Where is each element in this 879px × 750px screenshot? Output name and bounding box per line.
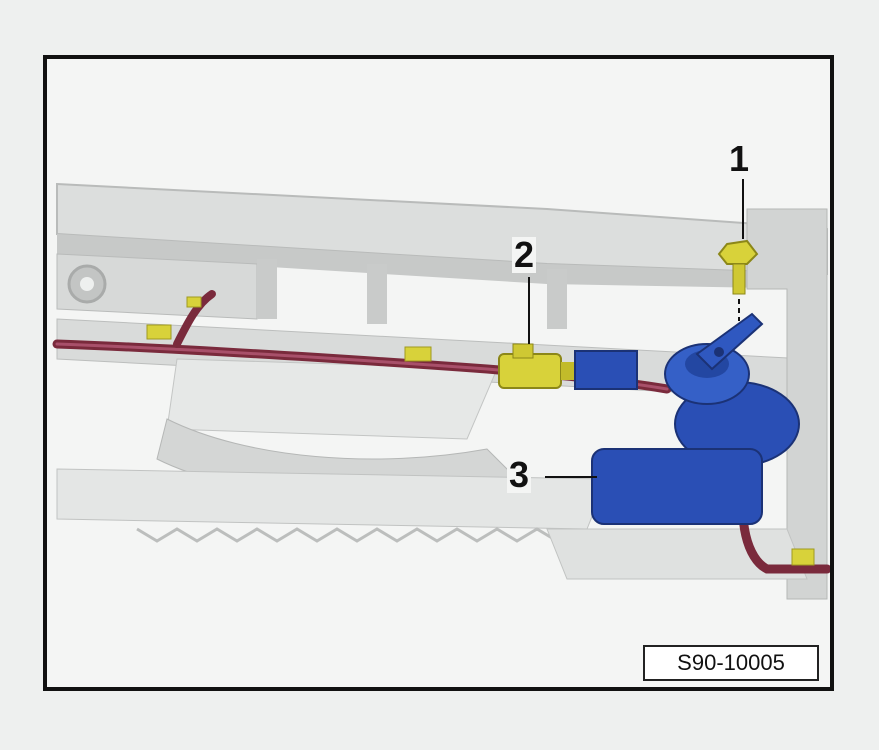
horn-icon [591, 312, 800, 525]
callout-3: 3 [507, 454, 532, 495]
connector-icon [498, 343, 638, 390]
diagram-frame: 1 2 3 S90-10005 [43, 55, 834, 691]
horn-assembly-illustration [52, 179, 830, 600]
figure-code: S90-10005 [643, 645, 819, 681]
callout-2: 2 [512, 234, 537, 275]
callout-1: 1 [727, 138, 752, 179]
bolt-icon [717, 239, 759, 321]
